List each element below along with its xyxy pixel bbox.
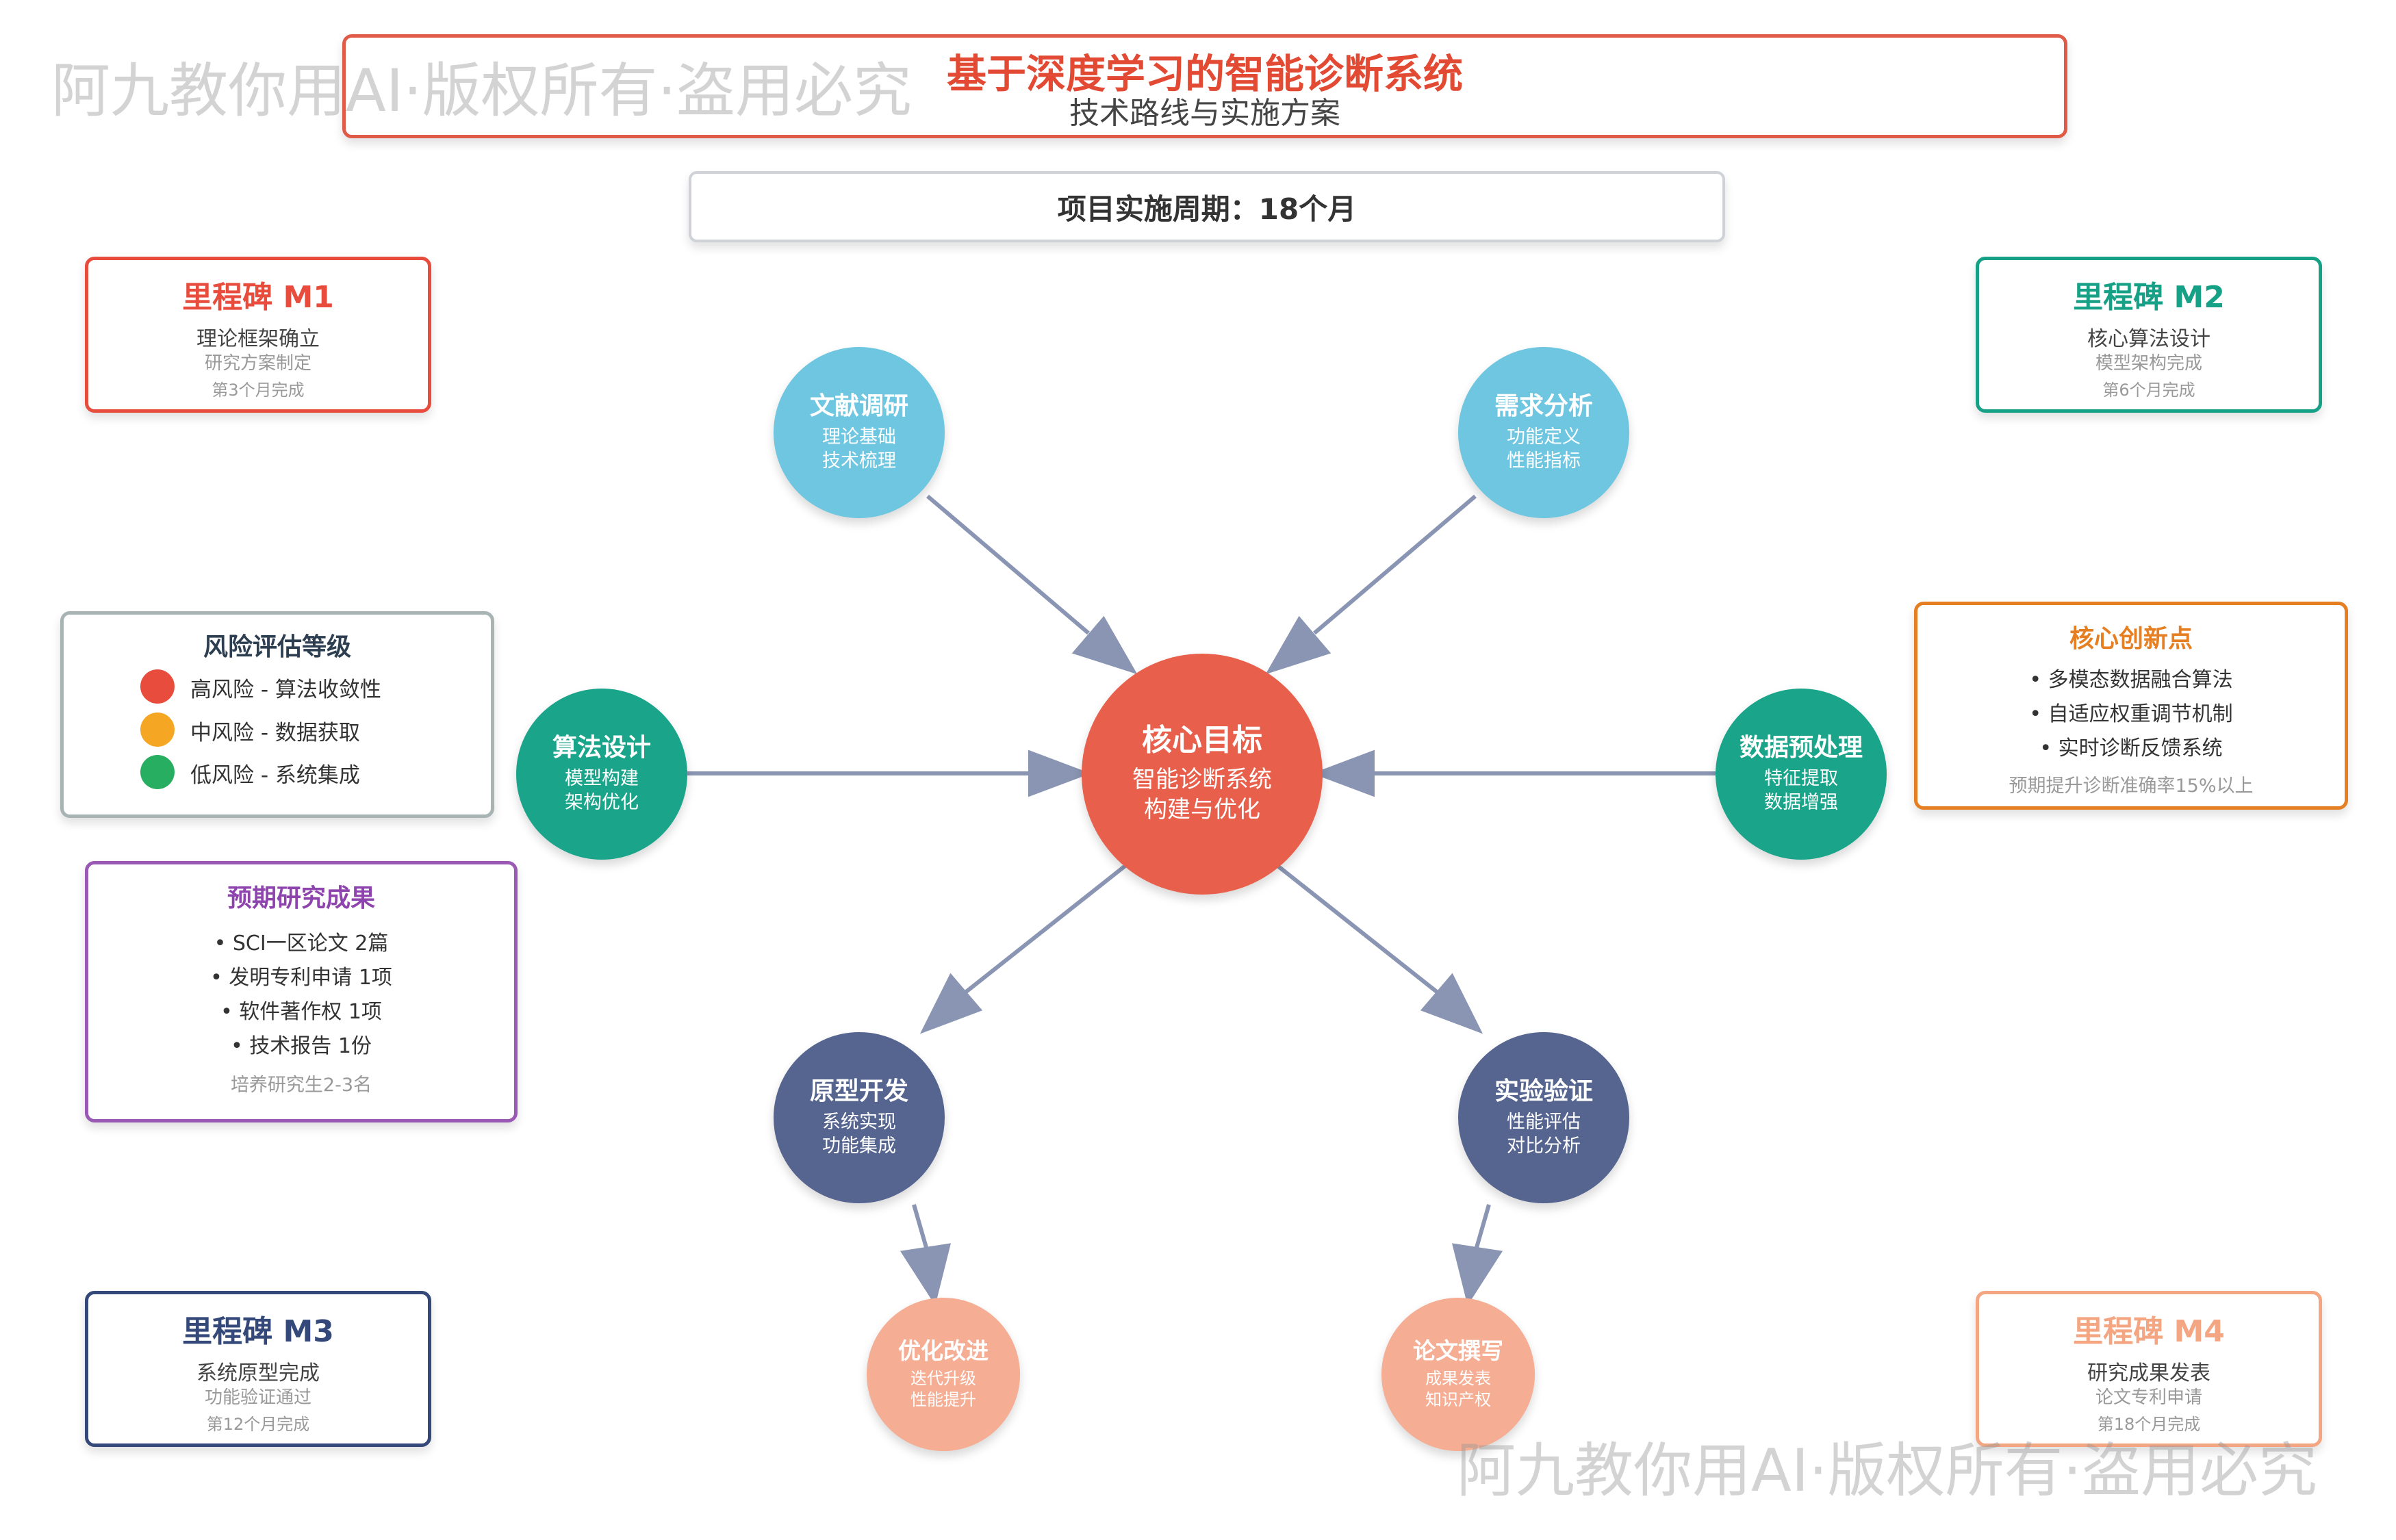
- node-line: 迭代升级: [910, 1368, 976, 1388]
- milestone-title: 里程碑 M2: [2073, 280, 2225, 315]
- node-data-preprocessing: 数据预处理 特征提取 数据增强: [1716, 689, 1887, 860]
- milestone-m1: 里程碑 M1 理论框架确立 研究方案制定 第3个月完成: [85, 257, 431, 413]
- milestone-line3: 第12个月完成: [206, 1415, 310, 1434]
- arrowhead: [1028, 749, 1091, 797]
- node-line: 模型构建: [565, 767, 639, 789]
- risk-dot-low: [140, 755, 175, 789]
- milestone-line2: 功能验证通过: [204, 1387, 311, 1408]
- milestone-m3: 里程碑 M3 系统原型完成 功能验证通过 第12个月完成: [85, 1291, 431, 1447]
- innovation-title: 核心创新点: [2069, 625, 2193, 653]
- node-line: 架构优化: [565, 791, 639, 813]
- arrowhead: [1312, 749, 1375, 797]
- node-line: 对比分析: [1507, 1135, 1581, 1157]
- node-title: 实验验证: [1494, 1077, 1593, 1106]
- arrowhead: [1451, 1243, 1503, 1306]
- period-box: 项目实施周期：18个月: [689, 171, 1725, 242]
- node-line: 智能诊断系统: [1132, 766, 1272, 794]
- arrowhead: [919, 973, 983, 1034]
- results-item: • 发明专利申请 1项: [210, 966, 392, 990]
- node-title: 文献调研: [809, 392, 908, 421]
- node-line: 性能提升: [910, 1389, 976, 1409]
- risk-dot-medium: [140, 713, 175, 747]
- arrowhead: [1420, 973, 1483, 1034]
- node-line: 数据增强: [1764, 791, 1838, 813]
- node-title: 优化改进: [898, 1337, 989, 1364]
- results-box: 预期研究成果 • SCI一区论文 2篇 • 发明专利申请 1项 • 软件著作权 …: [85, 861, 518, 1122]
- results-item: • 软件著作权 1项: [220, 1000, 382, 1024]
- node-line: 构建与优化: [1144, 796, 1260, 824]
- innovation-item: • 实时诊断反馈系统: [2039, 736, 2223, 760]
- milestone-title: 里程碑 M4: [2073, 1314, 2225, 1349]
- watermark-bottom: 阿九教你用AI·版权所有·盗用必究: [1457, 1437, 2317, 1505]
- arrowhead: [1071, 615, 1138, 675]
- diagram-title: 基于深度学习的智能诊断系统: [946, 51, 1463, 97]
- risk-item-medium: 中风险 - 数据获取: [190, 721, 360, 745]
- node-experiment: 实验验证 性能评估 对比分析: [1458, 1032, 1629, 1203]
- milestone-line2: 论文专利申请: [2095, 1387, 2202, 1408]
- diagram-subtitle: 技术路线与实施方案: [1069, 96, 1340, 131]
- arrow-core-to-exp: [1272, 860, 1439, 994]
- milestone-line1: 理论框架确立: [196, 327, 320, 351]
- node-line: 技术梳理: [822, 450, 896, 472]
- node-optimization: 优化改进 迭代升级 性能提升: [867, 1298, 1020, 1451]
- watermark-top: 阿九教你用AI·版权所有·盗用必究: [51, 57, 912, 125]
- arrow-lit-to-core: [926, 494, 1090, 635]
- arrow-req-to-core: [1313, 494, 1477, 635]
- risk-item-high: 高风险 - 算法收敛性: [190, 678, 381, 702]
- milestone-line3: 第18个月完成: [2097, 1415, 2201, 1434]
- node-line: 功能集成: [822, 1135, 896, 1157]
- node-title: 数据预处理: [1739, 734, 1863, 762]
- risk-box: 风险评估等级 高风险 - 算法收敛性 中风险 - 数据获取 低风险 - 系统集成: [60, 611, 494, 818]
- node-title: 算法设计: [552, 734, 651, 762]
- results-title: 预期研究成果: [227, 884, 375, 912]
- milestone-title: 里程碑 M1: [182, 280, 334, 315]
- node-title: 原型开发: [809, 1077, 908, 1106]
- node-line: 功能定义: [1507, 426, 1581, 448]
- node-line: 性能评估: [1507, 1111, 1581, 1133]
- node-prototype-dev: 原型开发 系统实现 功能集成: [774, 1032, 945, 1203]
- milestone-m2: 里程碑 M2 核心算法设计 模型架构完成 第6个月完成: [1976, 257, 2322, 413]
- node-algorithm-design: 算法设计 模型构建 架构优化: [516, 689, 687, 860]
- node-paper-writing: 论文撰写 成果发表 知识产权: [1381, 1298, 1535, 1451]
- milestone-line3: 第3个月完成: [212, 381, 305, 400]
- milestone-line2: 研究方案制定: [204, 353, 311, 374]
- arrow-core-to-proto: [964, 860, 1131, 994]
- innovation-box: 核心创新点 • 多模态数据融合算法 • 自适应权重调节机制 • 实时诊断反馈系统…: [1914, 602, 2348, 810]
- innovation-item: • 多模态数据融合算法: [2029, 668, 2233, 692]
- innovation-footer: 预期提升诊断准确率15%以上: [2009, 775, 2254, 797]
- node-title: 需求分析: [1494, 392, 1593, 421]
- node-requirements: 需求分析 功能定义 性能指标: [1458, 347, 1629, 518]
- node-title: 论文撰写: [1413, 1337, 1503, 1364]
- node-line: 特征提取: [1764, 767, 1838, 789]
- node-literature-review: 文献调研 理论基础 技术梳理: [774, 347, 945, 518]
- arrowhead: [900, 1243, 952, 1306]
- milestone-m4: 里程碑 M4 研究成果发表 论文专利申请 第18个月完成: [1976, 1291, 2322, 1447]
- node-core-goal: 核心目标 智能诊断系统 构建与优化: [1082, 654, 1323, 895]
- arrowhead: [1265, 615, 1331, 675]
- results-item: • SCI一区论文 2篇: [214, 932, 389, 955]
- node-line: 性能指标: [1507, 450, 1581, 472]
- title-box: 基于深度学习的智能诊断系统 技术路线与实施方案: [342, 34, 2067, 138]
- milestone-line2: 模型架构完成: [2095, 353, 2202, 374]
- milestone-title: 里程碑 M3: [182, 1314, 334, 1349]
- node-line: 知识产权: [1425, 1389, 1491, 1409]
- milestone-line1: 研究成果发表: [2087, 1361, 2210, 1385]
- innovation-item: • 自适应权重调节机制: [2029, 702, 2233, 726]
- risk-item-low: 低风险 - 系统集成: [190, 763, 360, 788]
- risk-title: 风险评估等级: [203, 633, 351, 661]
- milestone-line1: 系统原型完成: [196, 1361, 320, 1385]
- node-line: 理论基础: [822, 426, 896, 448]
- node-line: 系统实现: [822, 1111, 896, 1133]
- node-line: 成果发表: [1425, 1368, 1491, 1388]
- node-title: 核心目标: [1142, 722, 1262, 758]
- milestone-line1: 核心算法设计: [2087, 327, 2210, 351]
- results-footer: 培养研究生2-3名: [230, 1075, 372, 1096]
- milestone-line3: 第6个月完成: [2102, 381, 2195, 400]
- risk-dot-high: [140, 669, 175, 704]
- results-item: • 技术报告 1份: [231, 1034, 372, 1058]
